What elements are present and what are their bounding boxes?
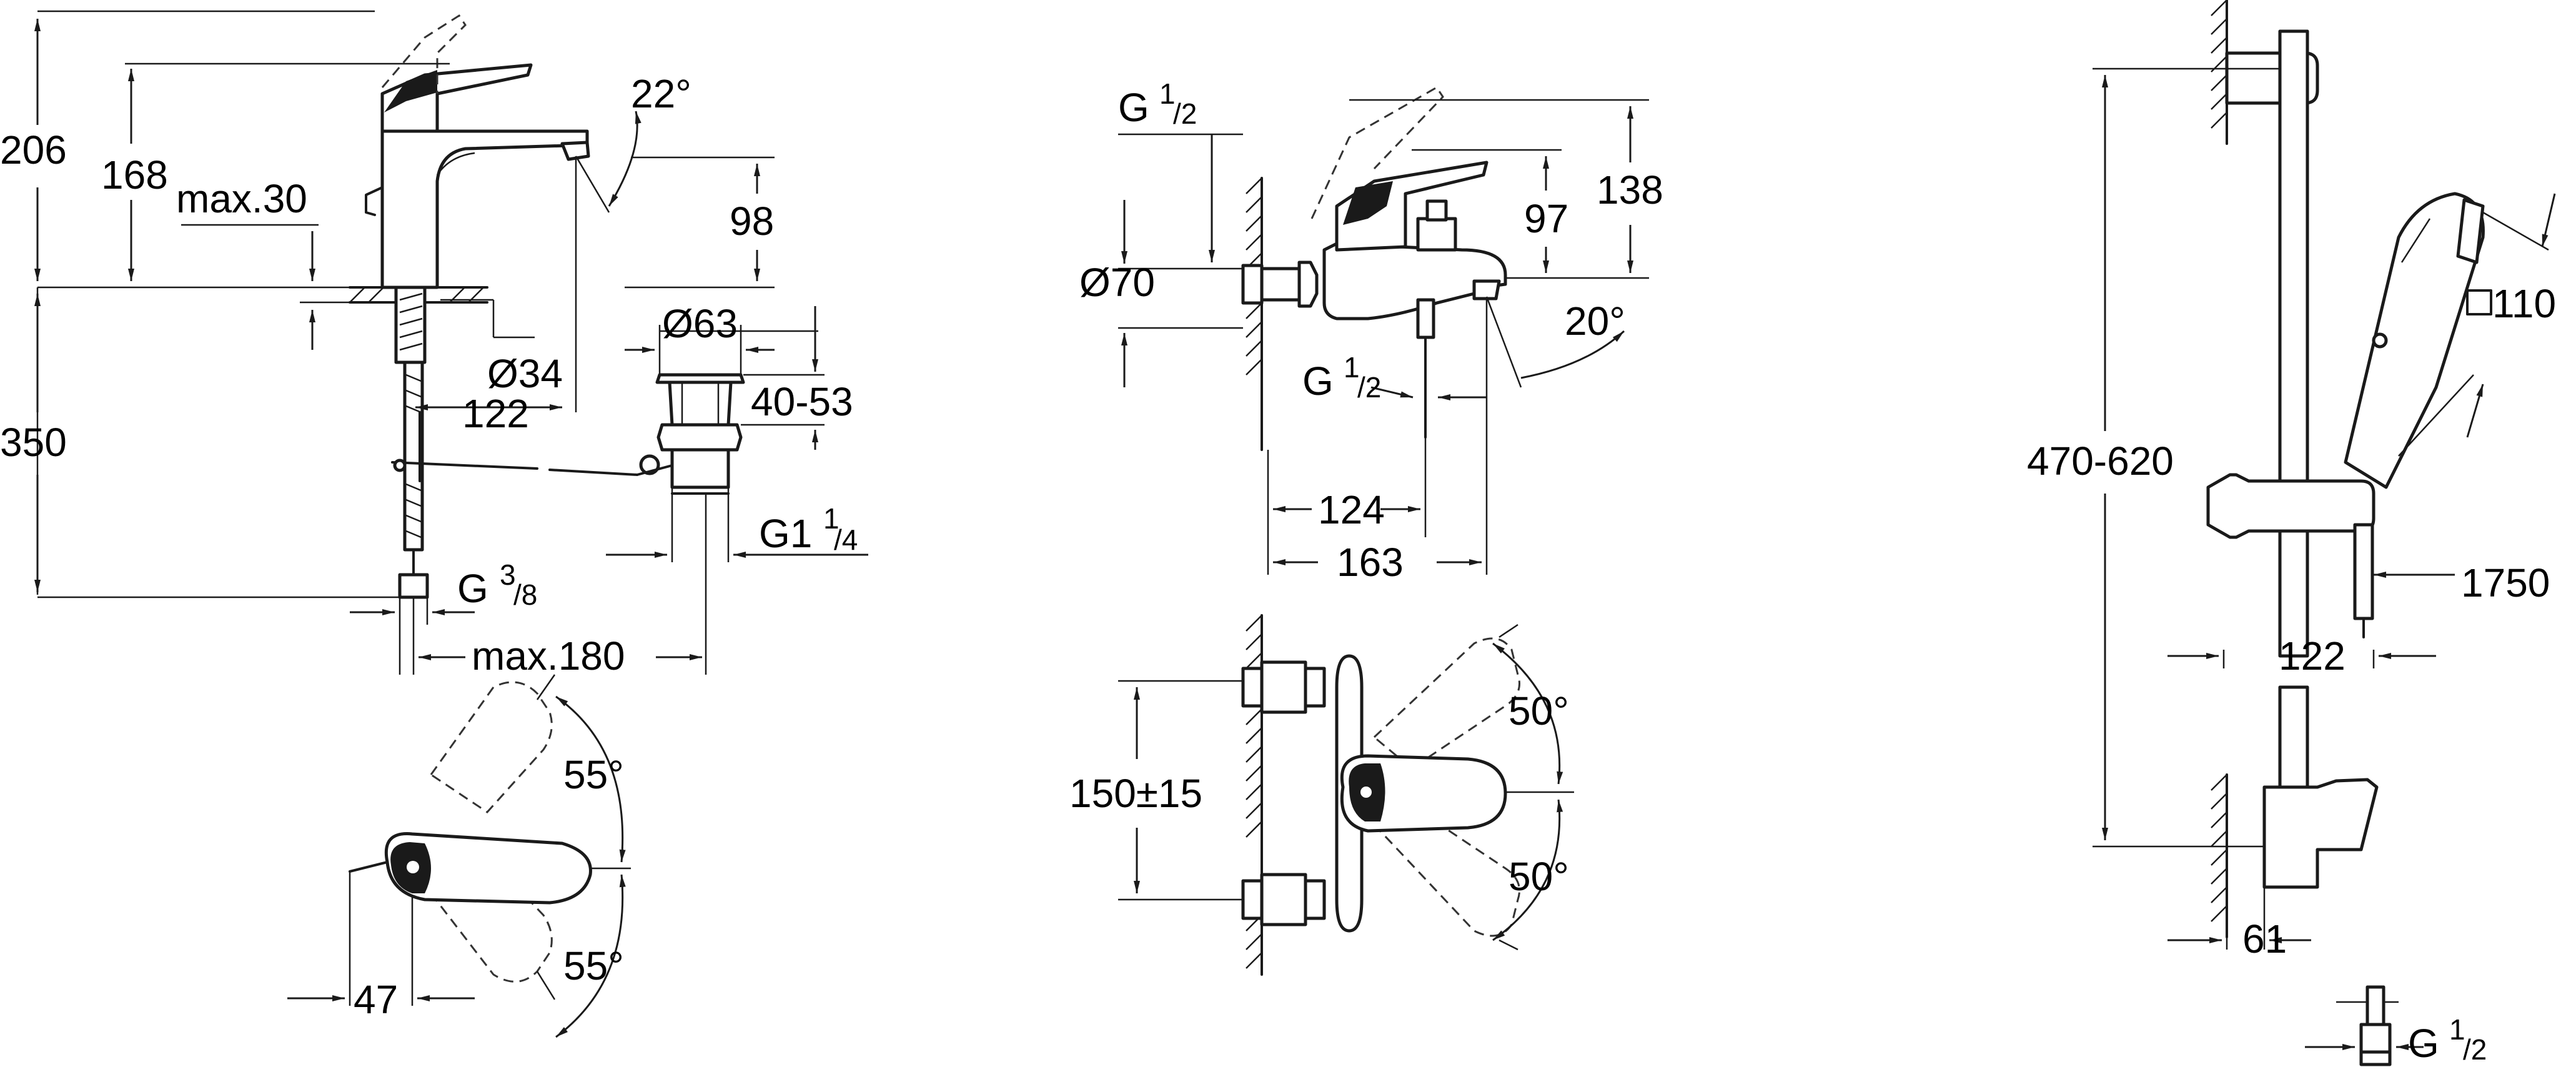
label-dia34: Ø34 xyxy=(487,351,563,396)
label-97: 97 xyxy=(1524,196,1568,241)
shower-rail-dimensions xyxy=(2093,67,2556,1050)
label-g1: G1 xyxy=(759,511,812,556)
label-dia70: Ø70 xyxy=(1079,260,1155,305)
label-163: 163 xyxy=(1337,540,1404,585)
label-20-deg: 20° xyxy=(1565,299,1625,344)
label-g12-shower-sup: 1 xyxy=(2449,1013,2465,1046)
label-g12-bath-bottom-sub: /2 xyxy=(1357,371,1381,404)
basin-mixer-side-view xyxy=(349,14,638,599)
label-g12-shower: G xyxy=(2408,1021,2439,1066)
basin-mixer-top-view xyxy=(287,674,631,1038)
label-61: 61 xyxy=(2242,916,2287,961)
label-98: 98 xyxy=(730,199,774,244)
label-50-deg-top: 50° xyxy=(1508,688,1569,733)
label-206: 206 xyxy=(0,127,67,172)
label-dia63: Ø63 xyxy=(662,301,738,346)
label-122-rail: 122 xyxy=(2279,633,2346,678)
label-122-basin: 122 xyxy=(462,391,529,436)
label-max180: max.180 xyxy=(472,633,625,678)
label-1750: 1750 xyxy=(2461,560,2550,605)
label-max30: max.30 xyxy=(176,176,307,221)
shower-rail-set xyxy=(2206,0,2485,1066)
label-g12-bath-top: G xyxy=(1118,85,1149,130)
bath-mixer-side-view xyxy=(1241,86,1507,451)
label-138: 138 xyxy=(1597,167,1663,212)
label-168: 168 xyxy=(101,152,168,197)
dimension-labels: 206 168 max.30 22° 98 350 Ø34 Ø63 122 40… xyxy=(0,71,2556,1066)
label-124: 124 xyxy=(1318,487,1385,532)
label-470-620: 470-620 xyxy=(2027,439,2174,484)
label-47: 47 xyxy=(354,977,398,1022)
label-g38-sup: 3 xyxy=(500,558,516,591)
label-g12-bath-top-sup: 1 xyxy=(1159,77,1176,110)
label-g1-sub: /4 xyxy=(834,524,858,556)
label-55-deg-bottom: 55° xyxy=(563,943,624,988)
label-g12-bath-top-sub: /2 xyxy=(1173,97,1197,130)
label-g38-sub: /8 xyxy=(513,578,537,611)
label-g38: G xyxy=(457,566,488,611)
label-g1-sup: 1 xyxy=(823,502,840,535)
basin-dimensions xyxy=(34,10,868,675)
label-150-15: 150±15 xyxy=(1069,771,1202,816)
label-40-53: 40-53 xyxy=(751,379,853,424)
bath-mixer-front-view xyxy=(1118,614,1574,976)
label-22-deg: 22° xyxy=(631,71,691,116)
bath-mixer-dimensions xyxy=(1118,99,1649,575)
label-g12-bath-bottom-sup: 1 xyxy=(1344,351,1360,384)
pop-up-waste xyxy=(636,373,745,495)
label-g12-shower-sub: /2 xyxy=(2463,1033,2487,1066)
label-110: 110 xyxy=(2492,281,2556,326)
label-55-deg-top: 55° xyxy=(563,752,624,797)
label-350: 350 xyxy=(0,420,67,465)
label-50-deg-bottom: 50° xyxy=(1508,854,1569,899)
label-g12-bath-bottom: G xyxy=(1302,359,1334,404)
